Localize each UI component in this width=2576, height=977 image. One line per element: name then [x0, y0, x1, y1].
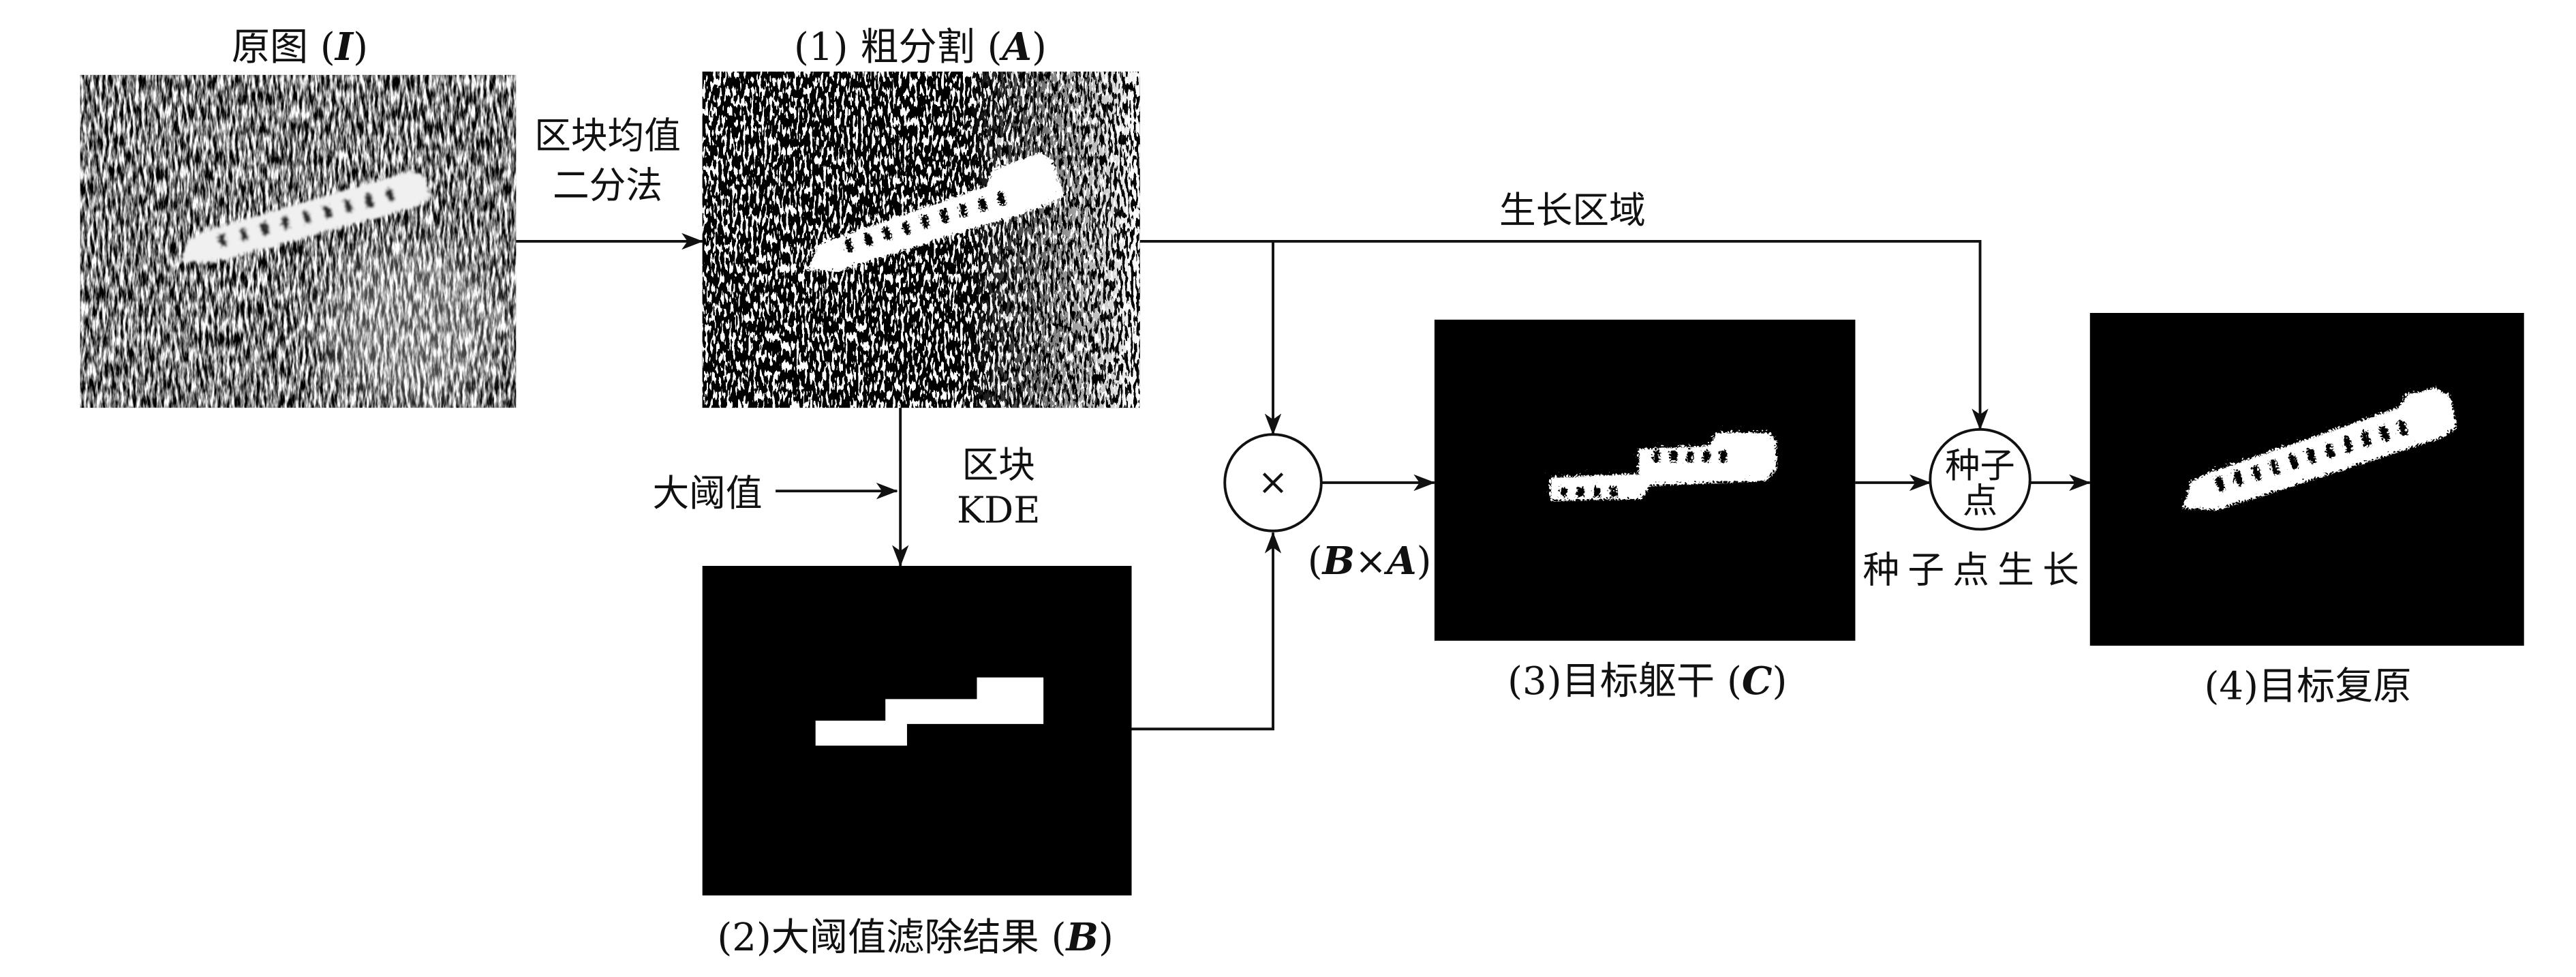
deck-mark — [2395, 417, 2405, 433]
deck-mark — [840, 236, 850, 251]
ship-target — [177, 168, 428, 262]
seed-point-label-line2: 点 — [1963, 481, 1997, 522]
coarse-segmentation-title: (1) 粗分割 (A) — [794, 25, 1047, 70]
deck-mark — [1667, 447, 1674, 460]
seed-point-label-line1: 种子 — [1945, 446, 2015, 487]
edge-label-block-mean: 区块均值 — [534, 114, 681, 157]
title-symbol: C — [1742, 659, 1773, 704]
deck-mark — [298, 208, 308, 223]
large-threshold-result-panel — [702, 566, 1132, 896]
deck-mark — [235, 225, 245, 239]
dense-clutter-region — [965, 71, 1140, 408]
deck-mark — [898, 219, 908, 233]
deck-mark — [936, 207, 946, 222]
title-symbol: B — [1065, 915, 1099, 960]
deck-mark — [993, 190, 1003, 204]
arrow-growth-region-to-seed — [1139, 240, 1989, 431]
caption-text: × — [1355, 539, 1387, 584]
trunk-body — [1547, 429, 1774, 498]
deck-mark — [1557, 484, 1565, 495]
deck-mark — [2267, 456, 2278, 472]
target-restored-title: (4)目标复原 — [2204, 664, 2411, 708]
multiply-node: × — [1223, 433, 1323, 532]
deck-mark — [2212, 473, 2222, 489]
arrow-threshold-to-multiply — [1131, 531, 1282, 731]
title-text: (3)目标躯干 ( — [1507, 659, 1742, 704]
ship-target — [2179, 385, 2454, 507]
deck-mark — [859, 230, 870, 245]
title-text: ) — [1773, 659, 1788, 704]
bright-clutter — [321, 244, 505, 405]
edge-label-large-threshold: 大阈值 — [652, 472, 762, 515]
deck-mark — [878, 224, 889, 239]
deck-mark — [2248, 462, 2259, 478]
deck-mark — [1607, 484, 1614, 495]
edge-label-block: 区块 — [962, 444, 1035, 487]
target-trunk-title: (3)目标躯干 (C) — [1507, 659, 1787, 704]
staircase-mask-region — [815, 677, 1044, 746]
deck-mark — [1700, 447, 1708, 460]
title-text: ) — [1099, 916, 1114, 960]
target-trunk-panel — [1434, 319, 1856, 641]
deck-mark — [2230, 468, 2241, 483]
restored-ship-target — [2179, 385, 2454, 507]
caption-symbol: B — [1321, 539, 1355, 584]
deck-mark — [974, 196, 984, 210]
deck-mark — [361, 192, 371, 206]
deck-mark — [1574, 484, 1581, 495]
ship-hull — [2179, 385, 2454, 507]
deck-mark — [319, 202, 329, 217]
edge-label-kde: KDE — [957, 489, 1040, 532]
deck-mark — [2358, 428, 2369, 445]
deck-mark — [2340, 434, 2350, 450]
title-text: ) — [1032, 25, 1047, 70]
panel-background — [702, 566, 1132, 896]
deck-mark — [256, 220, 266, 234]
title-symbol: A — [998, 25, 1032, 70]
multiply-caption: (B×A) — [1308, 539, 1432, 584]
deck-mark — [339, 197, 350, 211]
title-symbol: I — [334, 25, 354, 70]
deck-mark — [1651, 447, 1657, 460]
caption-text: ( — [1308, 539, 1323, 584]
large-threshold-result-title: (2)大阈值滤除结果 (B) — [717, 915, 1113, 960]
multiply-symbol: × — [1258, 460, 1289, 503]
seed-point-circle — [1929, 427, 2031, 531]
deck-mark — [1591, 484, 1598, 495]
coarse-segmentation-panel — [702, 71, 1140, 408]
deck-mark — [1717, 447, 1724, 460]
deck-mark — [2322, 440, 2332, 455]
deck-mark — [1684, 447, 1691, 460]
caption-text: ) — [1417, 539, 1432, 584]
deck-mark — [2303, 445, 2314, 461]
ship-target — [804, 150, 1060, 269]
caption-symbol: A — [1383, 539, 1417, 584]
deck-mark — [2376, 423, 2387, 439]
title-text: 原图 ( — [232, 25, 335, 70]
seed-growth-caption: 种子点生长 — [1862, 548, 2087, 591]
deck-mark — [277, 214, 288, 228]
target-restored-panel — [2089, 312, 2524, 646]
seed-point-node: 种子 点 — [1929, 427, 2031, 531]
deck-mark — [2285, 451, 2295, 467]
deck-mark — [382, 185, 392, 200]
deck-mark — [955, 201, 965, 215]
panel-background — [2089, 312, 2524, 646]
original-image-title: 原图 (I) — [232, 25, 368, 70]
title-text: (1) 粗分割 ( — [794, 25, 1002, 70]
deck-mark — [214, 230, 225, 245]
deck-mark — [917, 213, 927, 227]
original-image-panel — [80, 74, 517, 408]
trunk-target — [1547, 429, 1774, 498]
edge-label-binarization: 二分法 — [553, 164, 662, 207]
title-text: ) — [353, 25, 368, 70]
edge-label-growth-region: 生长区域 — [1499, 189, 1646, 232]
ship-mast — [2417, 396, 2423, 411]
title-text: (2)大阈值滤除结果 ( — [717, 916, 1066, 960]
